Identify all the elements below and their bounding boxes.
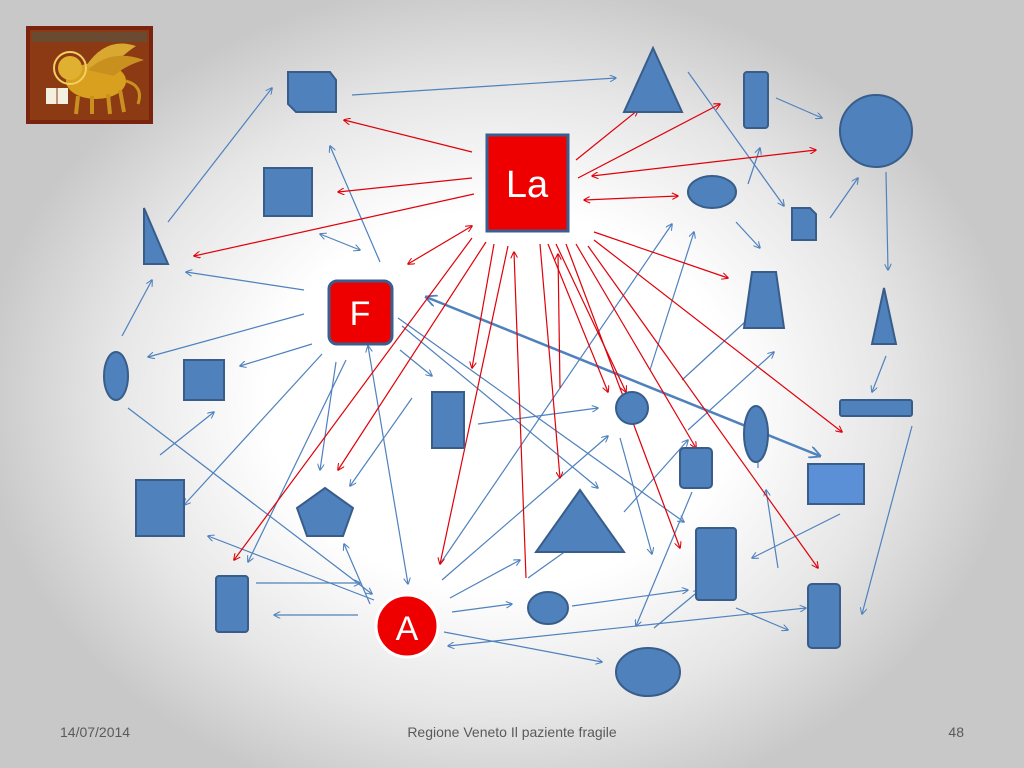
blue-arrow xyxy=(320,361,337,470)
blue-arrow xyxy=(330,146,381,263)
square xyxy=(183,359,225,401)
pentagon xyxy=(295,486,355,537)
footer-date: 14/07/2014 xyxy=(60,724,131,740)
large-ellipse xyxy=(615,647,681,697)
vertical-ellipse xyxy=(743,405,769,463)
vertical-ellipse xyxy=(103,351,129,401)
right-triangle xyxy=(143,207,170,265)
red-arrow xyxy=(555,243,626,392)
square xyxy=(263,167,313,217)
rounded-rectangle xyxy=(807,583,841,649)
narrow-triangle xyxy=(870,287,898,345)
trapezoid xyxy=(742,271,786,329)
blue-arrow xyxy=(687,71,784,206)
red-arrow xyxy=(514,252,527,579)
red-arrow xyxy=(338,177,473,192)
blue-arrow xyxy=(886,171,888,270)
blue-arrow xyxy=(167,88,272,223)
blue-arrow xyxy=(127,407,372,594)
lion-of-st-mark-logo xyxy=(26,26,153,124)
blue-arrow xyxy=(571,590,688,607)
rounded-rectangle xyxy=(695,527,737,601)
red-arrow xyxy=(593,239,842,432)
blue-arrow xyxy=(248,359,347,562)
blue-arrow xyxy=(653,590,700,629)
blue-arrow xyxy=(184,353,323,505)
blue-arrow xyxy=(747,148,760,185)
flat-rectangle xyxy=(839,399,913,417)
red-arrow xyxy=(547,243,608,392)
ellipse xyxy=(687,175,737,209)
blue-arrow xyxy=(752,513,841,558)
blue-arrow xyxy=(448,608,806,646)
blue-arrow xyxy=(477,408,598,425)
blue-arrow xyxy=(636,491,693,626)
red-arrow xyxy=(575,110,638,161)
blue-arrow xyxy=(344,544,371,605)
ellipse xyxy=(527,591,569,625)
blue-arrow xyxy=(320,234,360,250)
red-arrow xyxy=(539,243,560,478)
node-f: F xyxy=(327,279,394,346)
blue-arrow xyxy=(775,97,822,118)
snipped-rectangle xyxy=(287,71,337,113)
node-a-label: A xyxy=(396,610,419,648)
node-la-label: La xyxy=(506,164,549,206)
red-arrow xyxy=(575,243,696,448)
blue-arrow xyxy=(449,560,520,599)
red-arrow xyxy=(344,120,473,153)
blue-arrow xyxy=(186,272,305,291)
footer-title: Regione Veneto Il paziente fragile xyxy=(407,724,617,740)
rectangle xyxy=(431,391,465,449)
small-snipped-rectangle xyxy=(791,207,817,241)
blue-arrow xyxy=(208,536,375,601)
red-arrow xyxy=(472,243,495,368)
blue-arrow xyxy=(451,604,512,613)
red-arrow xyxy=(587,245,818,568)
rounded-rectangle xyxy=(743,71,769,129)
node-f-label: F xyxy=(350,295,371,333)
blue-arrow xyxy=(368,346,408,584)
blue-arrow xyxy=(148,313,305,357)
red-arrow xyxy=(593,231,728,278)
blue-arrow xyxy=(399,349,432,376)
node-a: A xyxy=(374,593,440,659)
blue-arrow xyxy=(443,631,602,662)
blue-arrow xyxy=(872,355,887,392)
light-rectangle xyxy=(807,463,865,505)
red-arrow xyxy=(558,254,560,389)
blue-arrow xyxy=(240,343,313,366)
red-arrow xyxy=(194,193,475,256)
page-number: 48 xyxy=(948,724,964,740)
blue-arrow xyxy=(351,78,616,96)
red-arrow xyxy=(338,241,487,470)
blue-arrow xyxy=(121,280,152,337)
red-arrow xyxy=(592,150,816,176)
large-circle xyxy=(839,94,913,168)
blue-arrow xyxy=(159,412,214,456)
red-arrow xyxy=(234,237,473,560)
red-arrow xyxy=(440,245,509,564)
blue-arrow xyxy=(829,178,858,219)
blue-arrow xyxy=(862,425,913,614)
red-arrows xyxy=(194,104,842,579)
red-arrow xyxy=(408,226,472,264)
blue-arrow xyxy=(766,490,779,569)
blue-arrow xyxy=(441,436,608,581)
blue-arrow xyxy=(735,221,760,248)
rounded-rectangle xyxy=(215,575,249,633)
rounded-square xyxy=(679,447,713,489)
blue-arrow xyxy=(350,397,413,486)
small-circle xyxy=(615,391,649,425)
blue-arrow xyxy=(623,440,688,513)
red-arrow xyxy=(584,196,678,200)
triangle xyxy=(622,45,684,113)
node-la: La xyxy=(485,133,570,233)
square xyxy=(135,479,185,537)
triangle xyxy=(534,488,626,553)
shapes xyxy=(103,45,913,697)
